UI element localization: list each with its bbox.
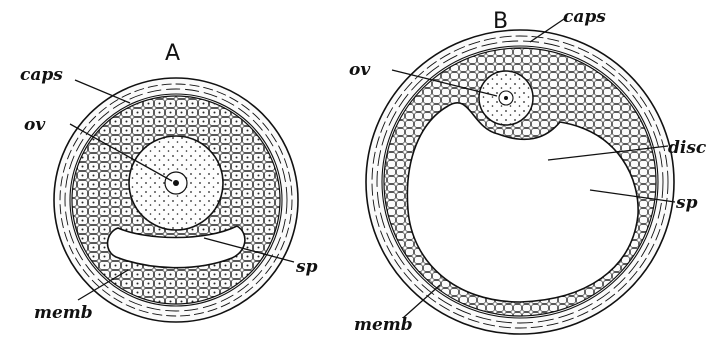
panel-b-disc-label: disc xyxy=(668,138,707,158)
panel-b-ov-label: ov xyxy=(349,60,371,80)
panel-a-sp-label: sp xyxy=(295,257,318,277)
panel-a-caps-label: caps xyxy=(20,65,63,85)
panel-b: B caps ov disc sp memb xyxy=(349,7,707,335)
panel-a-memb-label: memb xyxy=(34,303,93,323)
panel-b-caps-label: caps xyxy=(563,7,606,27)
panel-a-ovum xyxy=(129,136,223,230)
panel-b-memb-label: memb xyxy=(354,315,413,335)
panel-a-letter: A xyxy=(165,41,180,66)
panel-b-sp-label: sp xyxy=(675,193,698,213)
panel-a-ov-label: ov xyxy=(24,115,46,135)
panel-b-ovum xyxy=(479,71,533,125)
panel-a: A caps ov sp memb xyxy=(20,41,318,323)
